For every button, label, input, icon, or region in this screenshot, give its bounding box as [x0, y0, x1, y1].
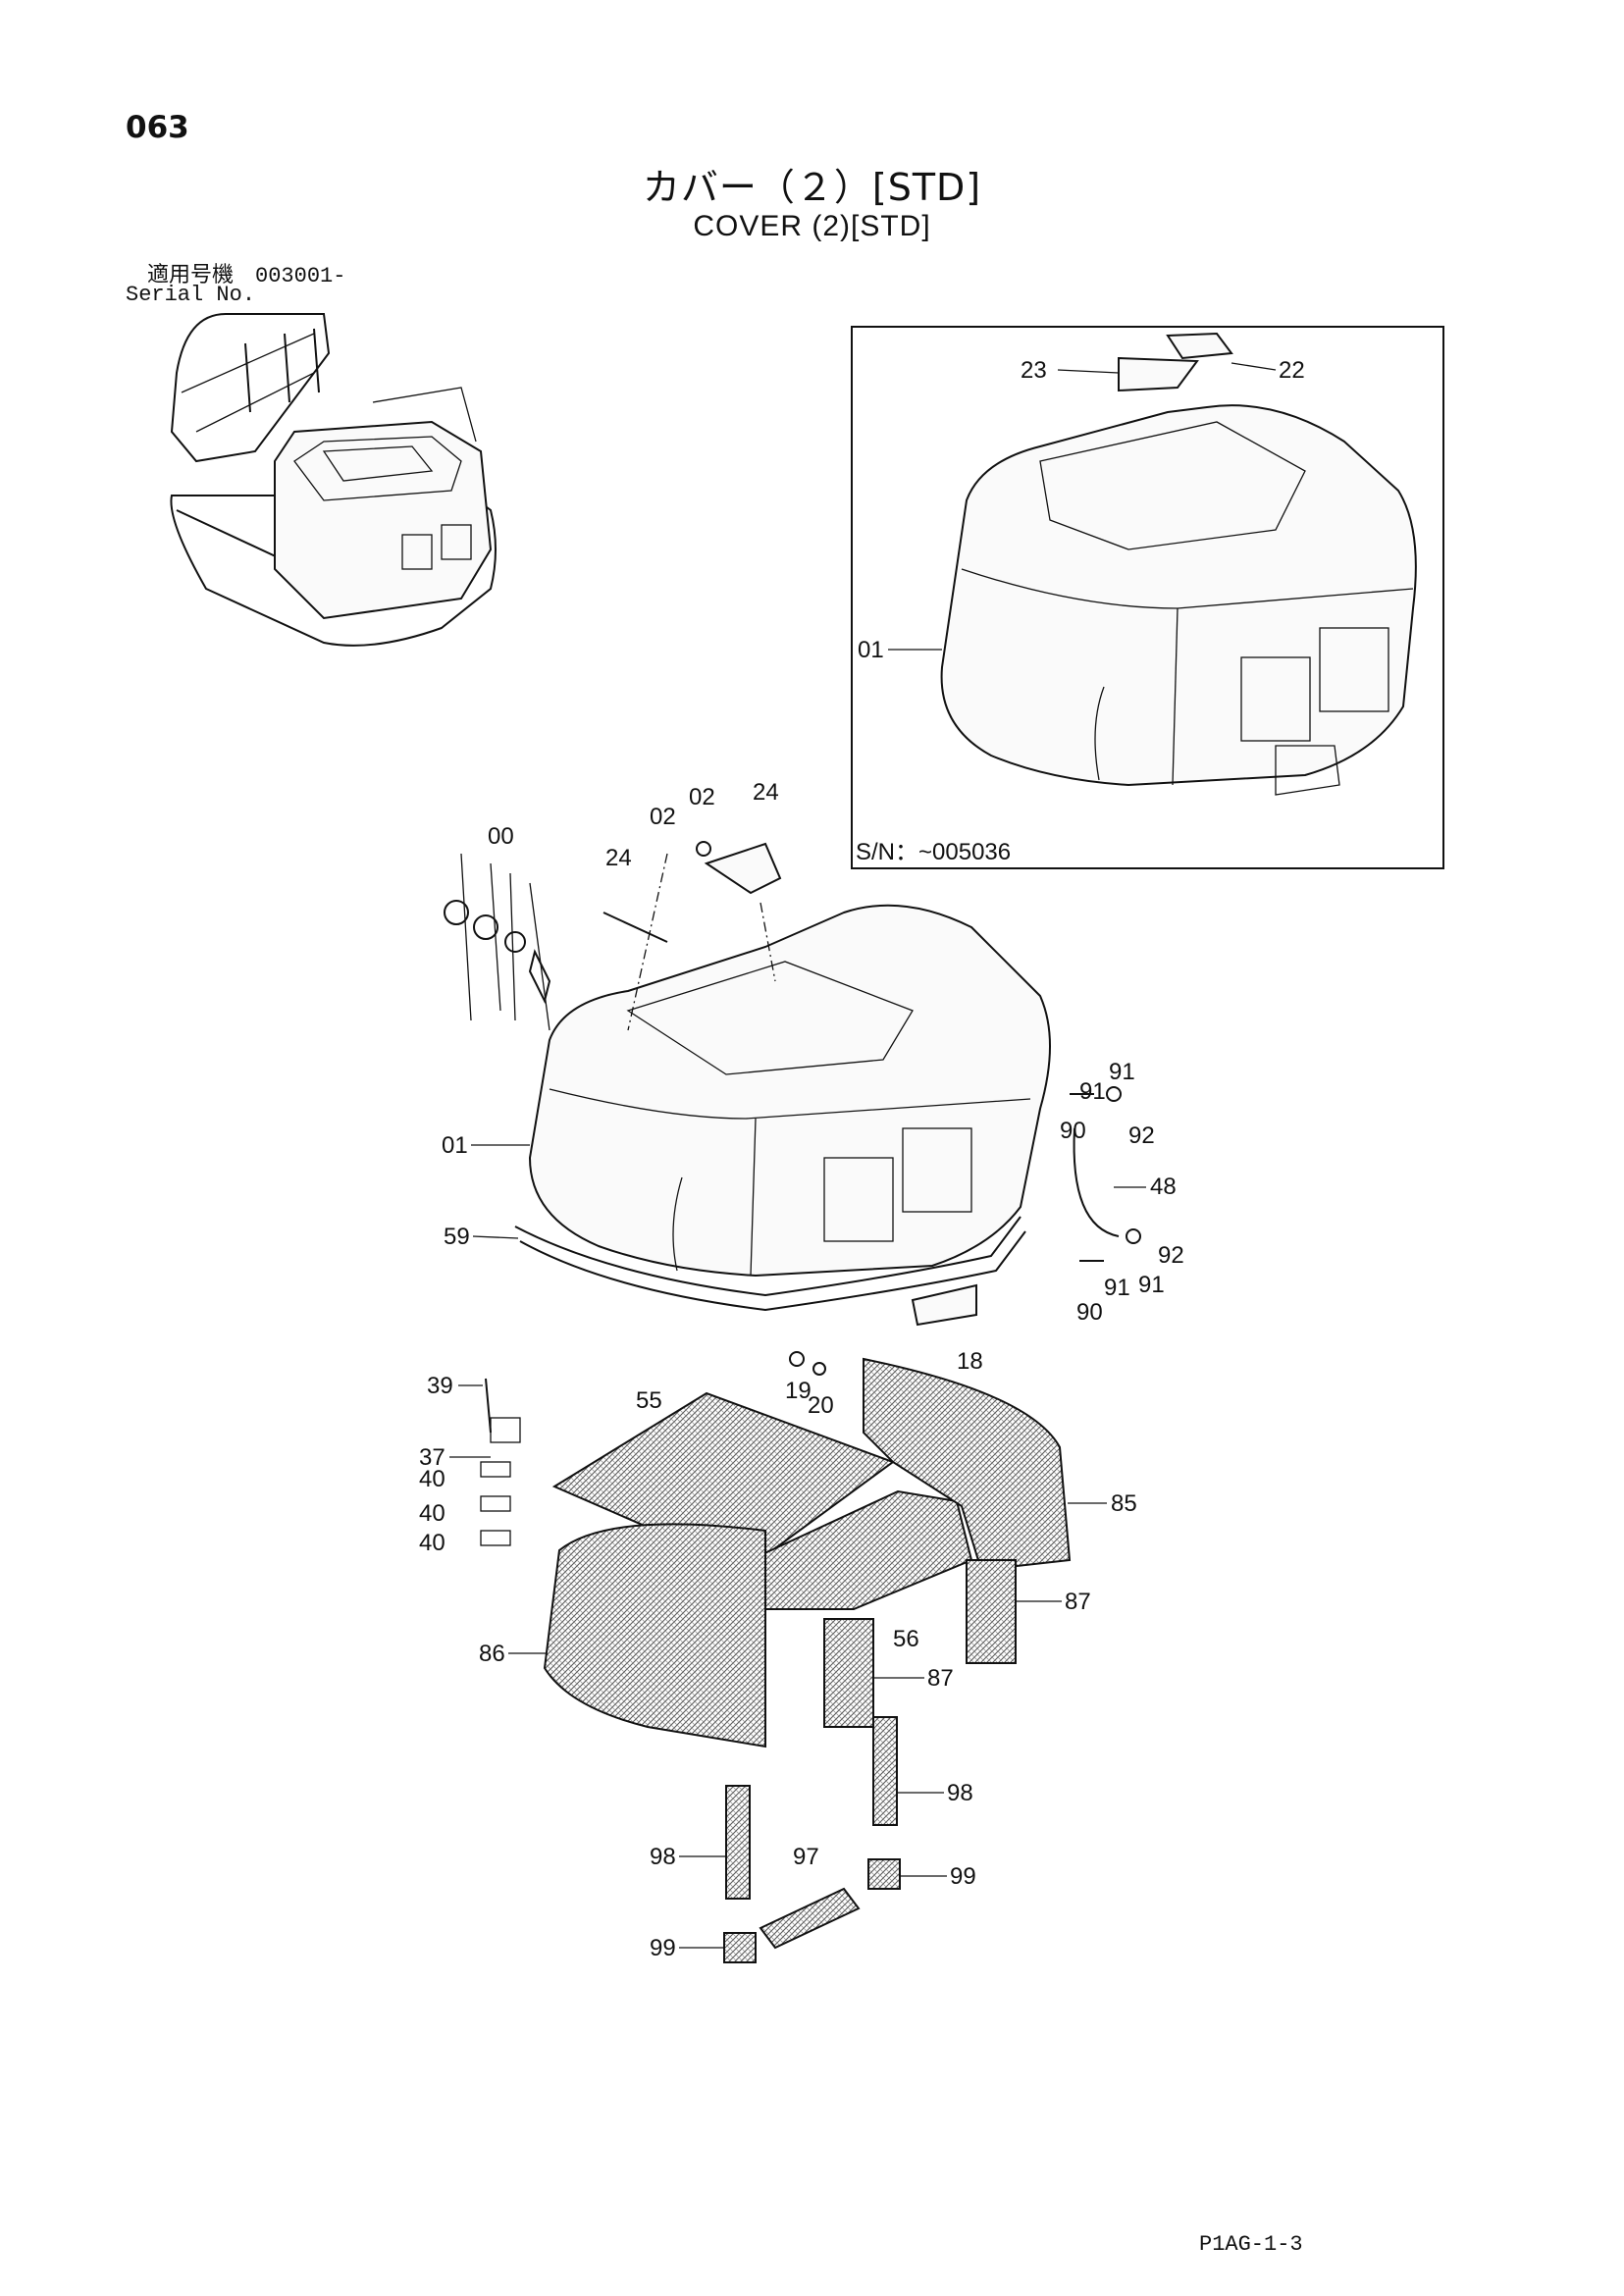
document-code: P1AG-1-3 — [1199, 2232, 1303, 2257]
callout-90-b: 90 — [1076, 1299, 1103, 1326]
callout-00: 00 — [488, 823, 514, 850]
callout-40-b: 40 — [419, 1500, 445, 1527]
machine-thumbnail — [170, 313, 497, 647]
page-title-japanese: カバー（２）[STD] — [642, 166, 982, 209]
callout-98-b: 98 — [650, 1844, 676, 1870]
callout-98-a: 98 — [947, 1780, 973, 1806]
serial-value: 003001- — [255, 264, 346, 288]
main-callouts: 00 24 02 02 24 01 59 91 91 92 90 48 92 9… — [419, 779, 1184, 1961]
callout-39: 39 — [427, 1373, 453, 1399]
inset-old-version: 23 22 01 S/N：~005036 — [851, 326, 1444, 869]
callout-91-d: 91 — [1138, 1272, 1165, 1298]
callout-18: 18 — [957, 1348, 983, 1375]
page-number: 063 — [126, 110, 189, 145]
main-cover-assembly — [514, 904, 1051, 1312]
callout-92-a: 92 — [1128, 1122, 1155, 1149]
callout-91-c: 91 — [1104, 1275, 1130, 1301]
callout-90-a: 90 — [1060, 1118, 1086, 1144]
inset-serial-range: S/N：~005036 — [856, 839, 1011, 865]
callout-40-a: 40 — [419, 1466, 445, 1492]
callout-87-b: 87 — [927, 1665, 954, 1692]
callout-24-a: 24 — [605, 845, 632, 871]
callout-01: 01 — [442, 1132, 468, 1159]
hardware-parts — [444, 841, 1141, 1546]
inset-callout-22: 22 — [1279, 357, 1305, 384]
callout-02-b: 02 — [689, 784, 715, 810]
inset-callout-01: 01 — [858, 637, 884, 663]
callout-20: 20 — [808, 1392, 834, 1419]
callout-40-c: 40 — [419, 1530, 445, 1556]
callout-48: 48 — [1150, 1174, 1177, 1200]
serial-label-english: Serial No. — [126, 283, 256, 307]
callout-59: 59 — [444, 1224, 470, 1250]
callout-99-b: 99 — [650, 1935, 676, 1961]
callout-85: 85 — [1111, 1490, 1137, 1517]
callout-99-a: 99 — [950, 1863, 976, 1890]
callout-87-a: 87 — [1065, 1589, 1091, 1615]
callout-91-b: 91 — [1109, 1059, 1135, 1085]
callout-02-a: 02 — [650, 804, 676, 830]
callout-37: 37 — [419, 1444, 445, 1471]
serial-label-jp-text: 適用号機 — [147, 263, 235, 287]
callout-91-a: 91 — [1079, 1078, 1106, 1105]
callout-24-b: 24 — [753, 779, 779, 806]
insulation-panels — [543, 1357, 1072, 1963]
callout-92-b: 92 — [1158, 1242, 1184, 1269]
callout-86: 86 — [479, 1641, 505, 1667]
callout-55: 55 — [636, 1387, 662, 1414]
callout-97: 97 — [793, 1844, 819, 1870]
inset-callout-23: 23 — [1021, 357, 1047, 384]
serial-label-japanese: 適用号機 003001- — [147, 257, 345, 288]
callout-19: 19 — [785, 1378, 812, 1404]
callout-56: 56 — [893, 1626, 919, 1652]
page-title-english: COVER (2)[STD] — [693, 210, 931, 242]
